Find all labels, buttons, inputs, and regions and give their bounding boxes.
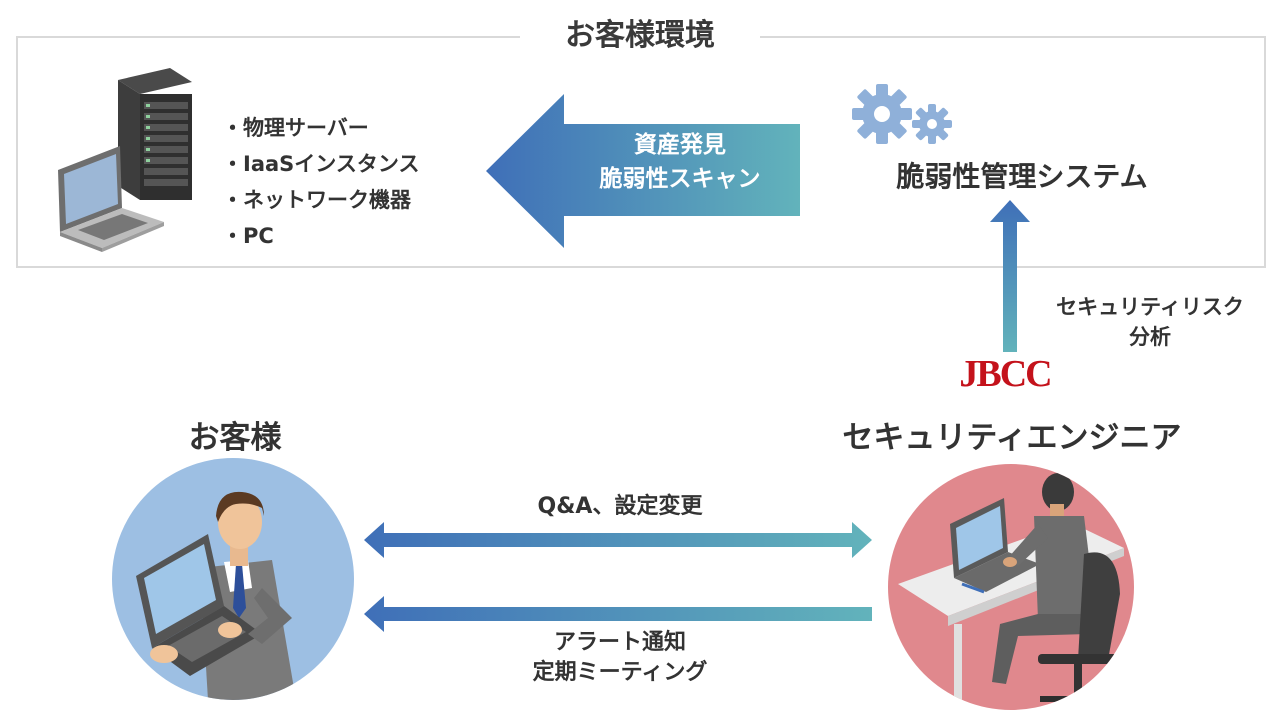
asset-item-pc: PC [222,218,419,254]
scan-arrow [486,94,802,248]
customer-label: お客様 [188,420,282,456]
qa-settings-label: Q&A、設定変更 [537,494,703,519]
security-engineer-label: セキュリティエンジニア [842,420,1182,456]
up-arrow [990,200,1030,352]
scan-arrow-line1: 資産発見 [634,132,726,158]
engineer-illustration [888,464,1134,710]
server-laptop-illustration [52,66,202,256]
asset-item-network-device: ネットワーク機器 [222,182,419,218]
alert-label-line2: 定期ミーティング [532,660,708,685]
customer-environment-title: お客様環境 [520,14,760,58]
scan-arrow-line2: 脆弱性スキャン [599,166,761,192]
gears-icon [850,84,960,154]
asset-item-iaas-instance: IaaSインスタンス [222,146,419,182]
risk-analysis-line2: 分析 [1129,325,1171,349]
alert-arrow [364,596,872,632]
risk-analysis-line1: セキュリティリスク [1056,295,1244,319]
qa-double-arrow [364,522,872,558]
alert-label-line1: アラート通知 [553,630,686,655]
asset-list: 物理サーバー IaaSインスタンス ネットワーク機器 PC [222,110,419,254]
customer-illustration [112,458,354,700]
risk-analysis-label: セキュリティリスク 分析 [1040,292,1260,352]
asset-item-physical-server: 物理サーバー [222,110,419,146]
scan-arrow-label: 資産発見 脆弱性スキャン [560,128,800,196]
jbcc-logo: JBCC [959,353,1052,395]
alert-meeting-label: アラート通知 定期ミーティング [500,628,740,688]
vulnerability-management-system-label: 脆弱性管理システム [896,160,1148,193]
